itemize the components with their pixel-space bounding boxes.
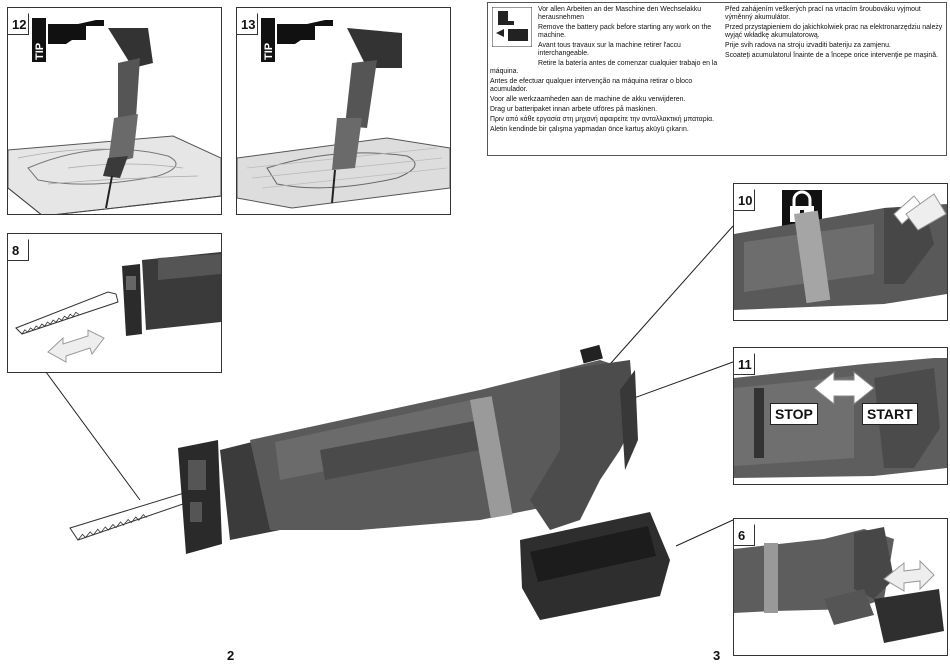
tip-hand-icon: TIP [32, 18, 104, 62]
warning-pt: Antes de efectuar qualquer intervenção n… [490, 78, 693, 93]
battery-warning-box: Vor allen Arbeiten an der Maschine den W… [487, 2, 947, 156]
panel-8: 8 [7, 233, 222, 373]
warning-column-1: Vor allen Arbeiten an der Maschine den W… [490, 6, 727, 136]
illustration-lock [734, 190, 947, 310]
warning-hr: Prije svih radova na stroju izvaditi bat… [725, 42, 891, 49]
stop-label: STOP [770, 403, 818, 425]
double-arrow-icon [883, 559, 935, 592]
warning-el: Πριν από κάθε εργασία στη μηχανή αφαιρεί… [490, 116, 715, 123]
warning-tr: Aletin kendinde bir çalışma yapmadan önc… [490, 126, 689, 133]
panel-number: 8 [8, 234, 29, 261]
panel-number: 6 [734, 519, 755, 546]
start-label: START [862, 403, 918, 425]
panel-number: 13 [237, 8, 258, 35]
panel-number: 11 [734, 348, 755, 375]
warning-column-2: Před zahájením veškerých prací na vrtací… [725, 6, 943, 62]
panel-10: 10 [733, 183, 948, 321]
warning-de: Vor allen Arbeiten an der Maschine den W… [538, 6, 702, 21]
page-number-left: 2 [227, 648, 235, 663]
warning-es: Retire la batería antes de comenzar cual… [490, 60, 718, 75]
illustration-cut-board: TIP [8, 18, 221, 214]
double-arrow-icon [813, 370, 875, 406]
warning-nl: Voor alle werkzaamheden aan de machine d… [490, 96, 686, 103]
page-number-right: 3 [713, 648, 721, 663]
illustration-cut-board-pattern: TIP [237, 18, 450, 209]
warning-ro: Scoateţi acumulatorul înainte de a încep… [725, 52, 938, 59]
panel-number: 10 [734, 184, 755, 211]
warning-en: Remove the battery pack before starting … [538, 24, 712, 39]
warning-fr: Avant tous travaux sur la machine retire… [538, 42, 681, 57]
double-arrow-icon [905, 193, 947, 231]
tip-hand-icon: TIP [261, 18, 333, 62]
remove-battery-icon [492, 7, 532, 47]
panel-number: 12 [8, 8, 29, 35]
panel-6: 6 [733, 518, 948, 656]
panel-13: 13 TIP [236, 7, 451, 215]
panel-12: 12 TIP [7, 7, 222, 215]
tip-label: TIP [263, 43, 275, 60]
illustration-blade-change [15, 252, 221, 363]
warning-cs: Před zahájením veškerých prací na vrtací… [725, 6, 921, 21]
tip-label: TIP [34, 43, 46, 60]
warning-sv: Drag ur batteripaket innan arbete utföre… [490, 106, 658, 113]
panel-11: 11 STOP START [733, 347, 948, 485]
main-saw-illustration [69, 344, 670, 620]
warning-pl: Przed przystąpieniem do jakichkolwiek pr… [725, 24, 943, 39]
illustration-battery-removal [734, 527, 944, 643]
